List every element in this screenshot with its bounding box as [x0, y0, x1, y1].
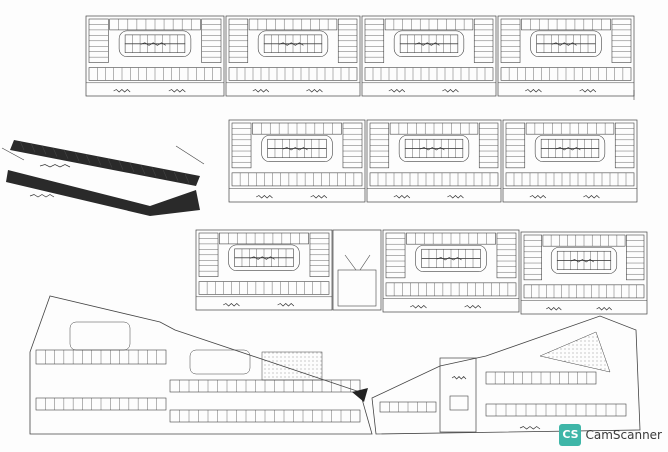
- junction-marker: [352, 388, 368, 402]
- handwritten-label: [551, 42, 577, 46]
- handwritten-label: [436, 257, 462, 261]
- plan-sheet: [497, 15, 635, 97]
- handwritten-label: [555, 147, 581, 151]
- handwritten-label: [140, 42, 166, 46]
- handwritten-label: [282, 147, 308, 151]
- courtyard: [393, 30, 465, 57]
- handwritten-label: [451, 375, 467, 380]
- handwritten-label: [519, 426, 541, 430]
- handwritten-label: [277, 303, 295, 307]
- camscanner-watermark: CS CamScanner: [559, 424, 662, 446]
- key-map-strip: [1, 140, 205, 216]
- handwritten-label: [278, 42, 304, 46]
- handwritten-label: [256, 195, 273, 199]
- handwritten-label: [464, 305, 482, 309]
- central-block: [439, 357, 477, 433]
- parking-detail: [332, 229, 382, 311]
- key-strip-lower: [6, 170, 200, 216]
- handwritten-label: [525, 89, 542, 93]
- sheet-frame: [228, 119, 366, 203]
- courtyard: [228, 244, 300, 271]
- handwritten-label: [596, 307, 612, 311]
- sheet-frame: [85, 15, 225, 97]
- handwritten-label: [570, 259, 595, 263]
- key-strip-upper: [10, 140, 200, 186]
- handwritten-label: [168, 89, 186, 93]
- plan-sheet: [361, 15, 497, 97]
- handwritten-label: [529, 195, 547, 199]
- courtyard: [415, 244, 487, 272]
- camscanner-label: CamScanner: [585, 428, 662, 442]
- plan-sheet: [228, 119, 366, 203]
- parking-lot: [337, 269, 377, 307]
- handwritten-label: [419, 147, 445, 151]
- north-arrow: [1, 147, 25, 161]
- handwritten-label: [252, 89, 270, 93]
- north-arrow: [175, 145, 205, 165]
- plan-sheet: [366, 119, 502, 203]
- sheet-frame: [497, 15, 635, 97]
- sheet-frame: [361, 15, 497, 97]
- sheet-frame: [382, 229, 520, 313]
- courtyard: [118, 30, 192, 57]
- handwritten-label: [29, 194, 55, 198]
- plan-sheet: [502, 119, 638, 203]
- plan-row-second: [228, 119, 638, 203]
- master-right-boundary: [371, 315, 641, 435]
- handwritten-label: [113, 89, 131, 93]
- sheet-frame: [502, 119, 638, 203]
- master-plan: [29, 295, 641, 435]
- sheet-frame: [520, 231, 648, 315]
- courtyard: [534, 134, 606, 162]
- courtyard: [398, 134, 470, 162]
- parking-frame: [332, 229, 382, 311]
- plan-sheet: [225, 15, 361, 97]
- camscanner-logo-icon: CS: [559, 424, 582, 446]
- handwritten-label: [388, 89, 406, 93]
- courtyard: [189, 349, 251, 375]
- green-wedge: [539, 331, 611, 373]
- courtyard: [530, 30, 602, 57]
- handwritten-label: [583, 195, 600, 199]
- plan-sheet: [520, 231, 648, 315]
- plan-row-third: [195, 229, 648, 315]
- courtyard: [69, 321, 131, 351]
- plan-row-top: [85, 15, 635, 100]
- inner-lot: [449, 395, 469, 411]
- sheet-frame: [225, 15, 361, 97]
- handwritten-label: [393, 195, 411, 199]
- courtyard: [261, 134, 333, 162]
- plan-sheet: [85, 15, 225, 97]
- handwritten-label: [249, 256, 275, 260]
- handwritten-label: [414, 42, 440, 46]
- handwritten-label: [223, 303, 240, 307]
- handwritten-label: [410, 305, 427, 309]
- plan-sheet: [382, 229, 520, 313]
- handwritten-label: [306, 89, 323, 93]
- handwritten-label: [546, 307, 562, 311]
- handwritten-label: [39, 164, 71, 168]
- courtyard: [257, 30, 329, 57]
- sheet-frame: [195, 229, 333, 311]
- handwritten-label: [447, 195, 464, 199]
- plan-sheet: [195, 229, 333, 311]
- handwritten-label: [579, 89, 597, 93]
- green-area: [261, 351, 323, 381]
- sheet-frame: [366, 119, 502, 203]
- handwritten-label: [442, 89, 459, 93]
- handwritten-label: [310, 195, 328, 199]
- courtyard: [550, 246, 618, 274]
